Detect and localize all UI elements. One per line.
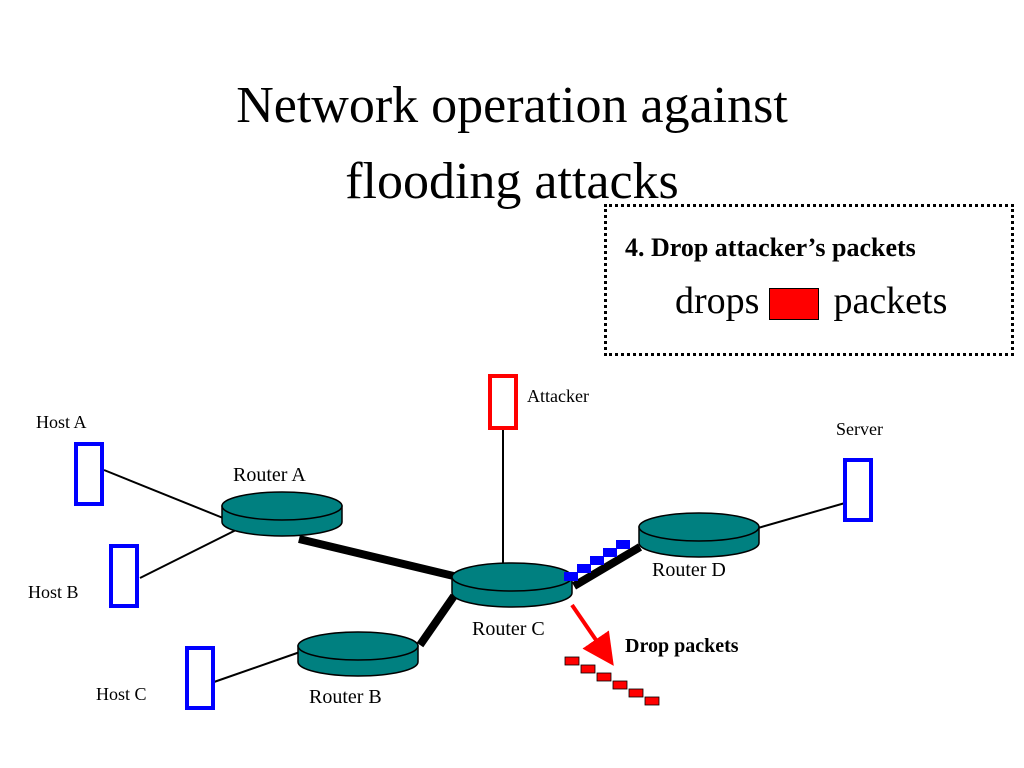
trunk-router-b-router-c — [416, 593, 458, 648]
link-host-b-router-a — [139, 527, 241, 579]
legit-packet — [603, 548, 617, 557]
host-b-label: Host B — [28, 582, 79, 602]
link-host-a-router-a — [103, 469, 229, 521]
router-b-label: Router B — [309, 686, 382, 708]
dropped-packet — [564, 656, 580, 666]
dropped-packet — [596, 672, 612, 682]
link-router-d-server — [757, 502, 846, 529]
attacker-icon — [488, 374, 518, 430]
host-c-icon — [185, 646, 215, 710]
step-callout-box: 4. Drop attacker’s packets drops packets — [604, 204, 1014, 356]
callout-text-after: packets — [833, 280, 948, 322]
callout-heading: 4. Drop attacker’s packets — [625, 233, 916, 262]
dropped-packet — [612, 680, 628, 690]
dropped-packet — [580, 664, 596, 674]
legit-packet-stream — [564, 540, 630, 581]
legit-packet — [616, 540, 630, 549]
router-c-icon — [451, 562, 573, 608]
legit-packet — [590, 556, 604, 565]
server-label: Server — [836, 419, 883, 439]
router-a-label: Router A — [233, 464, 306, 486]
title-line-2: flooding attacks — [345, 153, 679, 210]
host-c-label: Host C — [96, 684, 147, 704]
dropped-packet — [644, 696, 660, 706]
trunk-router-c-router-d — [571, 543, 643, 590]
callout-text: drops packets — [675, 279, 947, 323]
router-a-icon — [221, 491, 343, 537]
dropped-packet — [628, 688, 644, 698]
slide-title: Network operation against flooding attac… — [0, 68, 1024, 220]
title-line-1: Network operation against — [236, 77, 788, 134]
dropped-packet-stream — [564, 656, 660, 706]
host-a-label: Host A — [36, 412, 87, 432]
legit-packet — [577, 564, 591, 573]
router-d-label: Router D — [652, 559, 726, 581]
attacker-label: Attacker — [527, 386, 589, 406]
host-b-icon — [109, 544, 139, 608]
callout-text-before: drops — [675, 280, 760, 322]
router-c-label: Router C — [472, 618, 545, 640]
router-b-icon — [297, 631, 419, 677]
host-a-icon — [74, 442, 104, 506]
attack-packet-swatch — [769, 288, 820, 321]
server-icon — [843, 458, 873, 522]
drop-packets-label: Drop packets — [625, 635, 739, 657]
router-d-icon — [638, 512, 760, 558]
legit-packet — [564, 572, 578, 581]
trunk-router-a-router-c — [298, 535, 463, 582]
link-host-c-router-b — [213, 651, 301, 683]
drop-arrow — [570, 603, 614, 666]
